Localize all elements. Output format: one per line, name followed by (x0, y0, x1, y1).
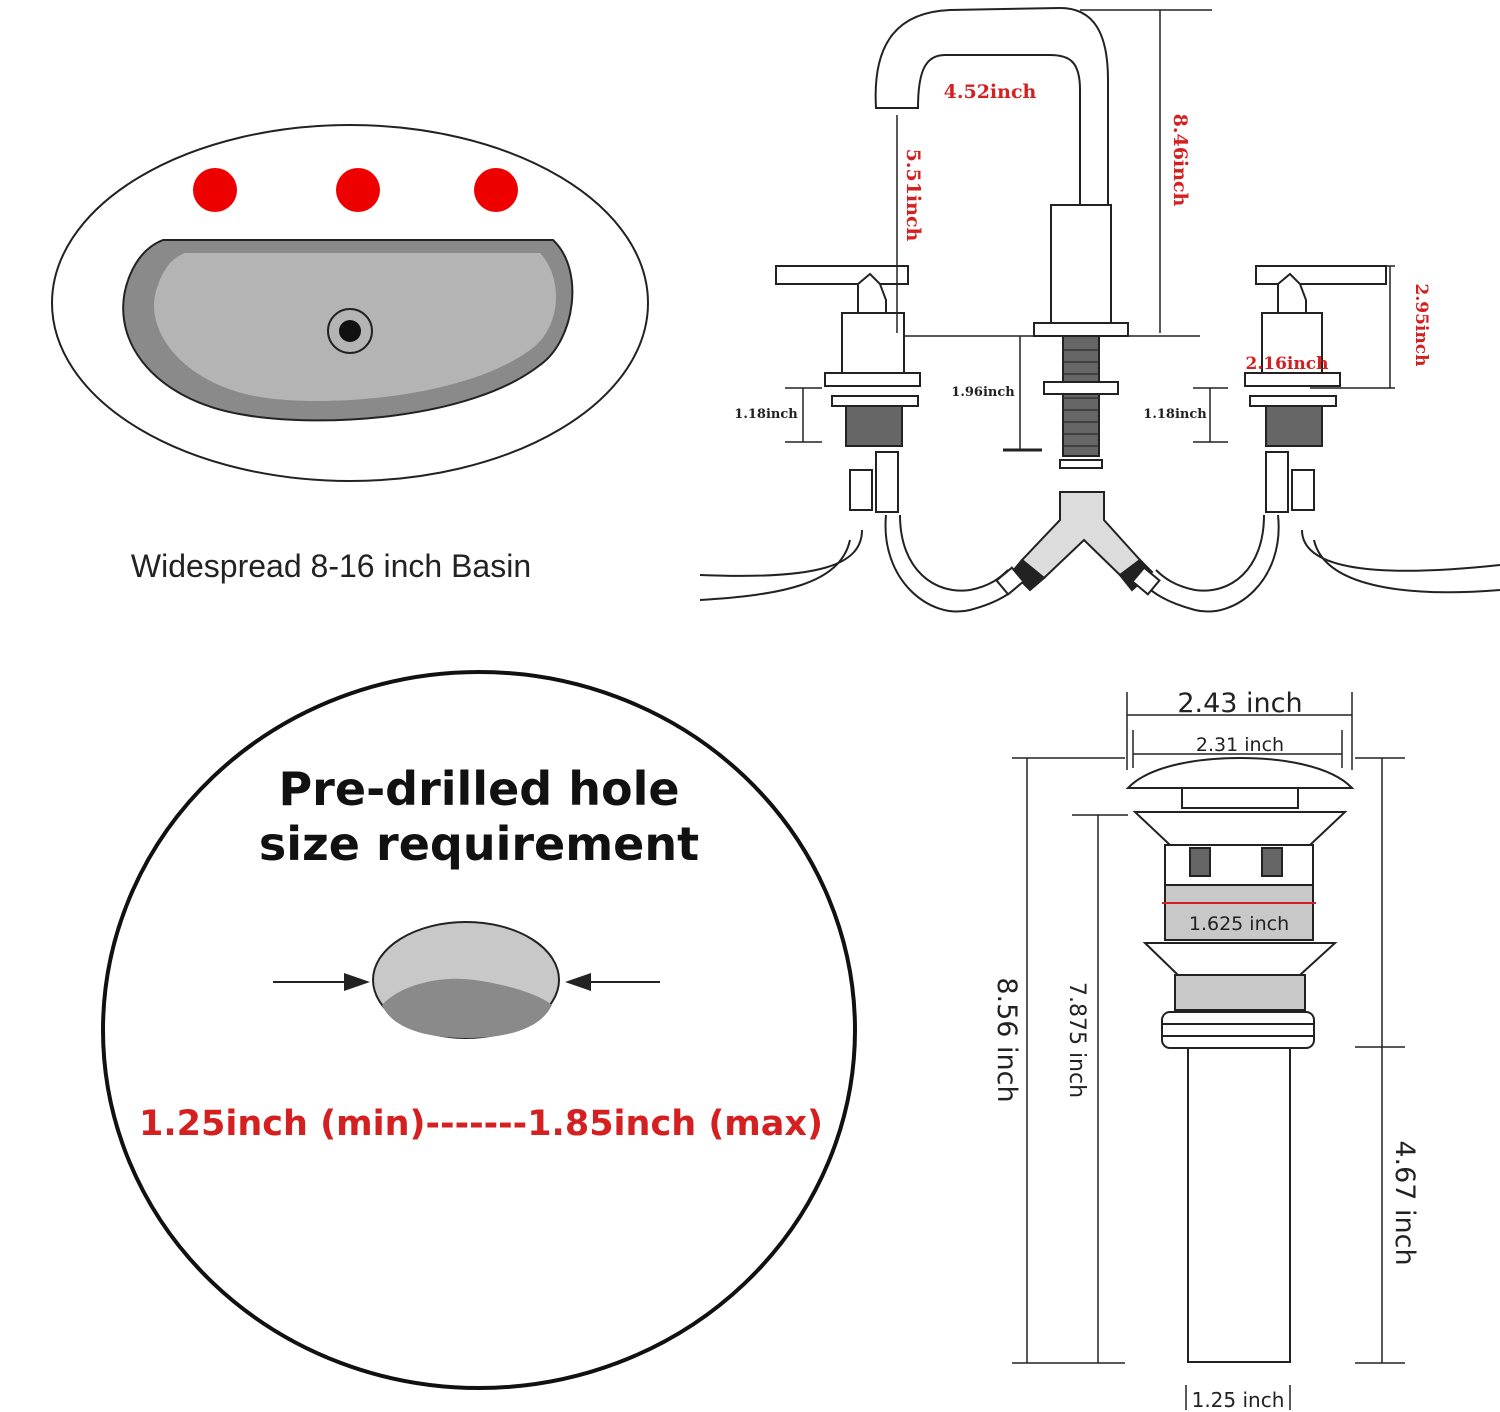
drain-body-band (1164, 884, 1314, 941)
drain-dimension-lines (1012, 692, 1405, 1410)
drain-body-lower (1174, 974, 1306, 1011)
right-hose-nut (1131, 566, 1161, 596)
hole-arrow-left-icon (344, 973, 370, 991)
faucet-hole-center (336, 168, 380, 212)
faucet-spout-washer (1059, 459, 1103, 469)
spout-height-label: 5.51inch (902, 149, 924, 242)
faucet-dimension-labels: 4.52inch 5.51inch 8.46inch 2.95inch 2.16… (734, 81, 1431, 422)
faucet-diagram (699, 6, 1500, 613)
basin-diagram: Widespread 8-16 inch Basin (51, 124, 649, 584)
drain-tailpiece (1187, 1047, 1291, 1363)
left-handle-escutcheon (824, 372, 921, 387)
right-handle-escutcheon (1244, 372, 1341, 387)
left-supply-hose-outer-b (699, 539, 851, 601)
left-handle-lever (775, 265, 909, 285)
drain-body-upper (1164, 844, 1314, 886)
left-handle-hub (857, 272, 887, 314)
right-handle-washer (1249, 395, 1337, 407)
left-hose-nut (995, 566, 1025, 596)
faucet-spout-nut (1043, 381, 1119, 395)
center-shank-label: 1.96inch (951, 385, 1015, 400)
total-height-label: 8.56 inch (991, 977, 1022, 1102)
hole-requirement-title-line2: size requirement (259, 817, 699, 871)
drain-window-right (1261, 847, 1283, 877)
drain-flange (1132, 811, 1348, 846)
faucet-dimension-lines (785, 9, 1395, 452)
body-width-label: 1.625 inch (1189, 913, 1289, 935)
tail-height-label: 4.67 inch (1389, 1140, 1420, 1265)
tail-width-label: 1.25 inch (1192, 1388, 1285, 1412)
faucet-tee-connector (1020, 491, 1142, 580)
right-supply-hose-inner (1143, 514, 1280, 613)
hole-requirement-title-line1: Pre-drilled hole (278, 762, 679, 816)
drain-dimension-labels: 2.43 inch 2.31 inch 1.625 inch 8.56 inch… (991, 688, 1420, 1412)
left-hose-fitting-b (875, 451, 899, 513)
basin-drain-ring (327, 308, 373, 354)
right-supply-hose-outer (1301, 529, 1500, 572)
right-hose-fitting-b (1291, 469, 1315, 511)
drain-diagram (1125, 756, 1355, 1363)
faucet-hole-left (193, 168, 237, 212)
left-handle-shank (845, 405, 903, 447)
left-handle-body (841, 312, 905, 374)
hole-illustration-opening (382, 978, 552, 1038)
right-hose-fitting-a (1265, 451, 1289, 513)
handle-width-label: 2.16inch (1246, 354, 1329, 374)
left-hose-fitting-a (849, 469, 873, 511)
cap-width-label: 2.43 inch (1177, 688, 1302, 719)
drain-cap (1125, 756, 1355, 789)
drain-window-left (1189, 847, 1211, 877)
left-supply-hose-inner-b (899, 514, 1009, 592)
basin-caption: Widespread 8-16 inch Basin (131, 548, 531, 584)
faucet-spout-shank (1062, 335, 1100, 457)
left-supply-hose-outer (699, 529, 863, 577)
right-handle-shank (1265, 405, 1323, 447)
hole-arrow-right-icon (565, 973, 591, 991)
cap-inner-width-label: 2.31 inch (1196, 734, 1284, 756)
faucet-tee-left-port (1010, 558, 1046, 592)
left-supply-hose-inner (884, 514, 1021, 613)
spout-reach-label: 4.52inch (944, 81, 1037, 103)
drain-nut (1161, 1011, 1315, 1049)
right-supply-hose-outer-b (1313, 539, 1500, 594)
hole-size-range: 1.25inch (min)-------1.85inch (max) (139, 1104, 823, 1144)
drain-collar (1142, 942, 1338, 976)
handle-height-label: 2.95inch (1411, 284, 1431, 367)
faucet-spout-base (1033, 322, 1129, 337)
faucet-spout (874, 6, 1109, 206)
faucet-spout-column (1050, 204, 1112, 324)
left-handle-washer (831, 395, 919, 407)
faucet-hole-right (474, 168, 518, 212)
right-handle-lever (1255, 265, 1387, 285)
hole-requirement-panel: Pre-drilled hole size requirement 1.25in… (101, 670, 857, 1390)
right-shank-label: 1.18inch (1143, 407, 1207, 422)
right-supply-hose-inner-b (1155, 514, 1265, 592)
drain-cap-stem (1181, 787, 1299, 809)
right-handle-hub (1277, 272, 1307, 314)
total-height-label: 8.46inch (1169, 114, 1191, 207)
body-height-label: 7.875 inch (1064, 982, 1089, 1098)
basin-drain-hole (339, 320, 361, 342)
left-shank-label: 1.18inch (734, 407, 798, 422)
